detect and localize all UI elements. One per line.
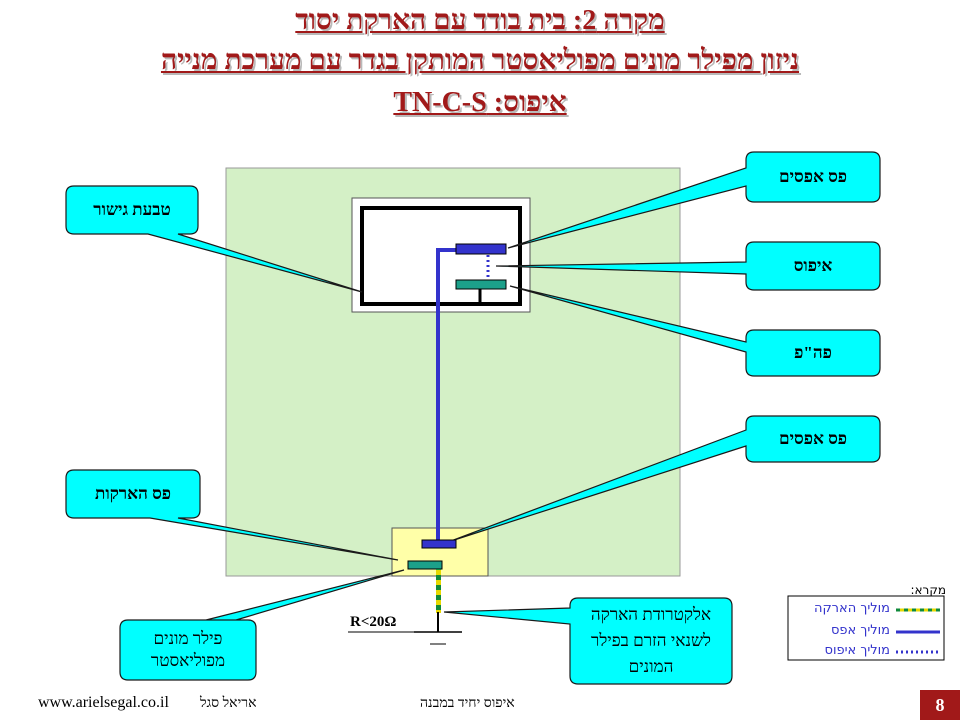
- legend-item-neutral: מוליך אפס: [830, 623, 890, 638]
- callout-grounding-ring: [65, 185, 363, 293]
- label-bonding: איפוס: [793, 256, 833, 275]
- title-line-2: ניזון מפילר מונים מפוליאסטר המותקן בגדר …: [160, 45, 800, 76]
- title-line-3: איפוס: TN-C-S: [393, 87, 567, 118]
- page-number-box: [920, 690, 960, 720]
- legend-box: [787, 595, 945, 661]
- earth-bar: [407, 560, 443, 570]
- legend-title: מקרא:: [910, 583, 946, 597]
- callout-bonding: [495, 241, 881, 291]
- label-earth-electrode: אלקטרודת הארקה לשנאי הזרם בפילר המונים: [590, 605, 712, 676]
- callout-earth-electrode: [443, 597, 733, 685]
- legend-item-bonding: מוליך איפוס: [824, 643, 890, 658]
- callout-earth-bar: [65, 469, 399, 561]
- label-main-bonding-bar: פה"פ: [794, 343, 832, 362]
- footer-subject: איפוס יחיד במבנה: [420, 696, 515, 711]
- label-neutral-bar-top: פס אפסים: [778, 167, 848, 186]
- neutral-bar-pillar: [421, 539, 457, 549]
- callout-main-bonding-bar: [509, 285, 881, 377]
- label-earth-bar: פס הארקות: [94, 484, 172, 503]
- footer-author: אריאל סגל: [200, 696, 257, 711]
- grounding-ring: [360, 206, 522, 306]
- callout-neutral-bar-top: [507, 151, 881, 249]
- label-meter-pillar: פילר מונים מפוליאסטר: [150, 629, 226, 670]
- label-grounding-ring: טבעת גישור: [93, 200, 171, 219]
- title-line-1: מקרה 2: בית בודד עם הארקת יסוד: [295, 5, 665, 36]
- footer-website[interactable]: www.arielsegal.co.il: [38, 694, 169, 711]
- callout-shapes: [65, 151, 881, 685]
- neutral-conductor: [436, 248, 456, 544]
- neutral-bar-top: [455, 243, 507, 255]
- earth-conductor: [436, 569, 441, 613]
- label-resistance: R<20Ω: [350, 614, 397, 630]
- page-number: 8: [935, 695, 945, 715]
- callout-meter-pillar: [119, 569, 405, 681]
- label-neutral-bar-pillar: פס אפסים: [778, 429, 848, 448]
- main-bonding-bar: [455, 279, 507, 290]
- callout-neutral-bar-pillar: [447, 415, 881, 543]
- legend-item-earth: מוליך הארקה: [813, 601, 890, 616]
